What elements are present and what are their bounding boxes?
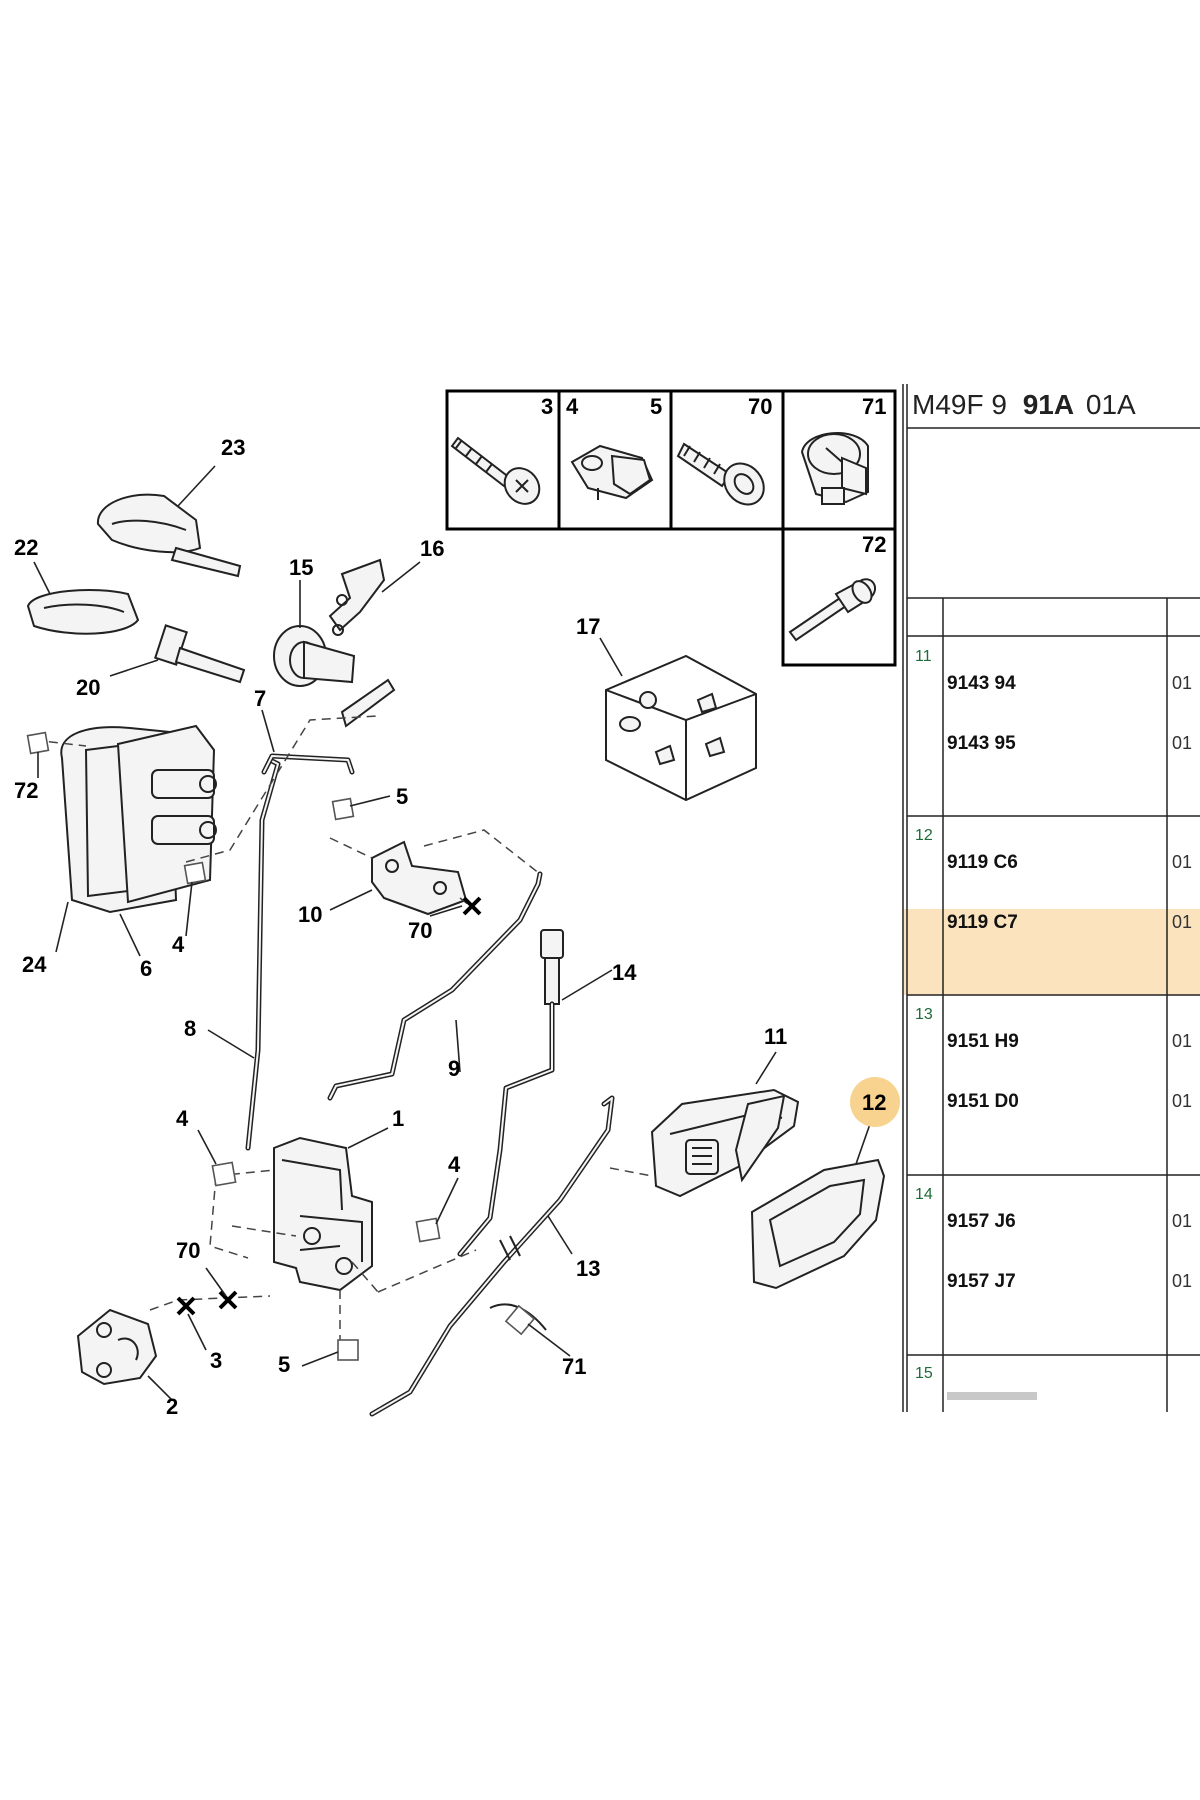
hw-label-4: 4: [566, 394, 579, 419]
part-number[interactable]: 9151 D0: [947, 1091, 1019, 1112]
parts-table: 11 9143 94 01 9143 95 01 12 9119 C6 01 9…: [902, 384, 1200, 1412]
screw-icon: [676, 442, 765, 506]
clip-icon: [570, 444, 654, 500]
callout-3: 3: [210, 1348, 222, 1373]
part-number[interactable]: 9119 C6: [947, 852, 1018, 873]
callout-14: 14: [612, 960, 637, 985]
callout-24: 24: [22, 952, 47, 977]
fastener-x-markers: [176, 896, 482, 1316]
hw-label-3: 3: [541, 394, 553, 419]
callout-16: 16: [420, 536, 444, 561]
part-number-highlighted[interactable]: 9119 C7: [947, 912, 1018, 933]
cable-14: [457, 929, 564, 1257]
callout-8: 8: [184, 1016, 196, 1041]
cut-off-part-number: [947, 1392, 1037, 1400]
callout-4c: 4: [448, 1152, 461, 1177]
diagram-code: M49F 9 91A 01A: [912, 389, 1136, 420]
part-qty: 01: [1172, 1211, 1192, 1231]
callout-22: 22: [14, 535, 38, 560]
row-ref-12: 12: [915, 827, 933, 844]
inside-handle-bezel-12: [750, 1158, 886, 1290]
callout-6: 6: [140, 956, 152, 981]
callout-17: 17: [576, 614, 600, 639]
rod-9: [327, 871, 543, 1101]
leader-lines: [33, 465, 871, 1401]
code-prefix: M49F 9: [912, 389, 1007, 420]
row-ref-15: 15: [915, 1365, 933, 1382]
callouts: 23 22 20 15 16 17 7 72 5 4 24 6 10 70 8 …: [14, 435, 900, 1419]
hw-label-72: 72: [862, 532, 886, 557]
callout-71: 71: [562, 1354, 586, 1379]
fastener-kit-17: [605, 654, 757, 802]
row-ref-11: 11: [915, 648, 932, 665]
door-lock-1: [273, 1136, 373, 1292]
callout-11: 11: [764, 1024, 787, 1049]
bracket-10: [371, 840, 468, 916]
rod-13: [369, 1095, 615, 1417]
handle-bracket-6: [116, 724, 217, 904]
callout-4a: 4: [172, 932, 185, 957]
hardware-box: 3 4 5 70 71 72: [445, 389, 897, 667]
clip-markers: [26, 731, 536, 1361]
callout-70a: 70: [408, 918, 432, 943]
lock-cylinder-15: [273, 625, 356, 687]
part-qty: 01: [1172, 1271, 1192, 1291]
callout-13: 13: [576, 1256, 600, 1281]
callout-12: 12: [862, 1090, 886, 1115]
part-qty: 01: [1172, 733, 1192, 753]
part-qty: 01: [1172, 1031, 1192, 1051]
highlighted-row: [904, 909, 1200, 995]
callout-2: 2: [166, 1394, 178, 1419]
part-qty: 01: [1172, 852, 1192, 872]
part-qty: 01: [1172, 1091, 1192, 1111]
code-suffix: 01A: [1086, 389, 1136, 420]
key-blade-20: [154, 624, 246, 684]
callout-15: 15: [289, 555, 313, 580]
key-fob-22: [26, 589, 140, 635]
callout-7: 7: [254, 686, 266, 711]
callout-72: 72: [14, 778, 38, 803]
inside-handle-11: [650, 1088, 800, 1198]
callout-5a: 5: [396, 784, 408, 809]
x-marker-70b: [218, 1290, 238, 1310]
part-number[interactable]: 9157 J7: [947, 1271, 1016, 1292]
hw-label-5: 5: [650, 394, 662, 419]
callout-1: 1: [392, 1106, 404, 1131]
part-number[interactable]: 9143 95: [947, 733, 1016, 754]
hw-label-71: 71: [862, 394, 886, 419]
striker-2: [76, 1308, 158, 1386]
callout-23: 23: [221, 435, 245, 460]
rod-7: [261, 753, 355, 775]
screw-icon: [450, 436, 541, 505]
part-number[interactable]: 9143 94: [947, 673, 1016, 694]
part-qty: 01: [1172, 912, 1192, 932]
rod-8: [245, 757, 281, 1151]
x-marker-3: [176, 1296, 196, 1316]
x-marker-70a: [462, 896, 482, 916]
assembly-lines: [33, 715, 653, 1350]
callout-20: 20: [76, 675, 100, 700]
nut-icon: [800, 432, 869, 505]
callout-70b: 70: [176, 1238, 200, 1263]
highlight-badge-12: [850, 1077, 900, 1127]
row-ref-13: 13: [915, 1006, 933, 1023]
part-number[interactable]: 9151 H9: [947, 1031, 1019, 1052]
part-number[interactable]: 9157 J6: [947, 1211, 1016, 1232]
callout-4b: 4: [176, 1106, 189, 1131]
part-qty: 01: [1172, 673, 1192, 693]
callout-9: 9: [448, 1056, 460, 1081]
callout-5b: 5: [278, 1352, 290, 1377]
lock-lever-16: [328, 558, 396, 728]
key-fob-23: [96, 493, 242, 578]
callout-10: 10: [298, 902, 322, 927]
rivet-icon: [788, 578, 877, 642]
code-group: 91A: [1023, 389, 1074, 420]
row-ref-14: 14: [915, 1186, 933, 1203]
hw-label-70: 70: [748, 394, 772, 419]
svg-text:M49F 9 91A 01A: M49F 9 91A 01A: [912, 389, 1136, 420]
